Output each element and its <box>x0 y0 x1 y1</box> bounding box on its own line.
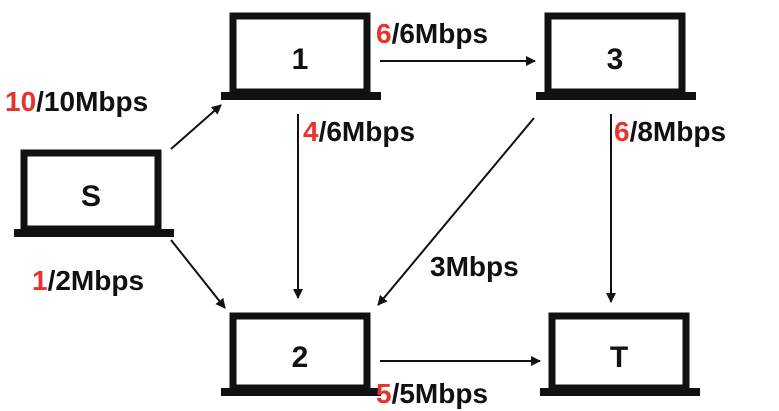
edge-1-2-capacity: /6Mbps <box>319 116 415 147</box>
edge-s-1-label: 10/10Mbps <box>5 86 148 117</box>
edge-3-t-label: 6/8Mbps <box>614 116 726 147</box>
laptop-base <box>221 92 381 100</box>
node-s-label: S <box>81 180 101 213</box>
node-1: 1 <box>221 12 381 100</box>
edge-1-2-label: 4/6Mbps <box>303 116 415 147</box>
laptop-screen <box>229 312 371 392</box>
edge-s-2-capacity: /2Mbps <box>48 265 144 296</box>
edge-1-3-flow: 6 <box>376 18 392 49</box>
node-s: S <box>14 149 174 237</box>
edge-2-t-flow: 5 <box>376 378 392 409</box>
laptop-base <box>14 229 174 237</box>
node-3-label: 3 <box>607 43 624 76</box>
node-1-label: 1 <box>292 43 309 76</box>
node-2-label: 2 <box>292 341 309 374</box>
edge-3-2 <box>377 117 535 306</box>
edge-1-3-label: 6/6Mbps <box>376 18 488 49</box>
laptop-base <box>540 388 700 396</box>
node-t: T <box>540 312 700 396</box>
edge-s-1-flow: 10 <box>5 86 36 117</box>
node-t-label: T <box>610 341 628 374</box>
laptop-base <box>536 92 696 100</box>
edge-s-2-flow: 1 <box>32 265 48 296</box>
edge-s-1-capacity: /10Mbps <box>36 86 148 117</box>
edge-2-t-capacity: /5Mbps <box>392 378 488 409</box>
node-3: 3 <box>536 12 696 100</box>
edge-3-t-capacity: /8Mbps <box>630 116 726 147</box>
edge-3-t-flow: 6 <box>614 116 630 147</box>
laptop-base <box>221 388 381 396</box>
edge-1-3-capacity: /6Mbps <box>392 18 488 49</box>
edge-3-2-label: 3Mbps <box>430 251 519 282</box>
edge-s-2-label: 1/2Mbps <box>32 265 144 296</box>
edge-1-2-flow: 4 <box>303 116 319 147</box>
edge-2-t-label: 5/5Mbps <box>376 378 488 409</box>
edge-s-2 <box>170 239 226 309</box>
node-2: 2 <box>221 312 381 396</box>
edge-s-1 <box>170 104 222 150</box>
